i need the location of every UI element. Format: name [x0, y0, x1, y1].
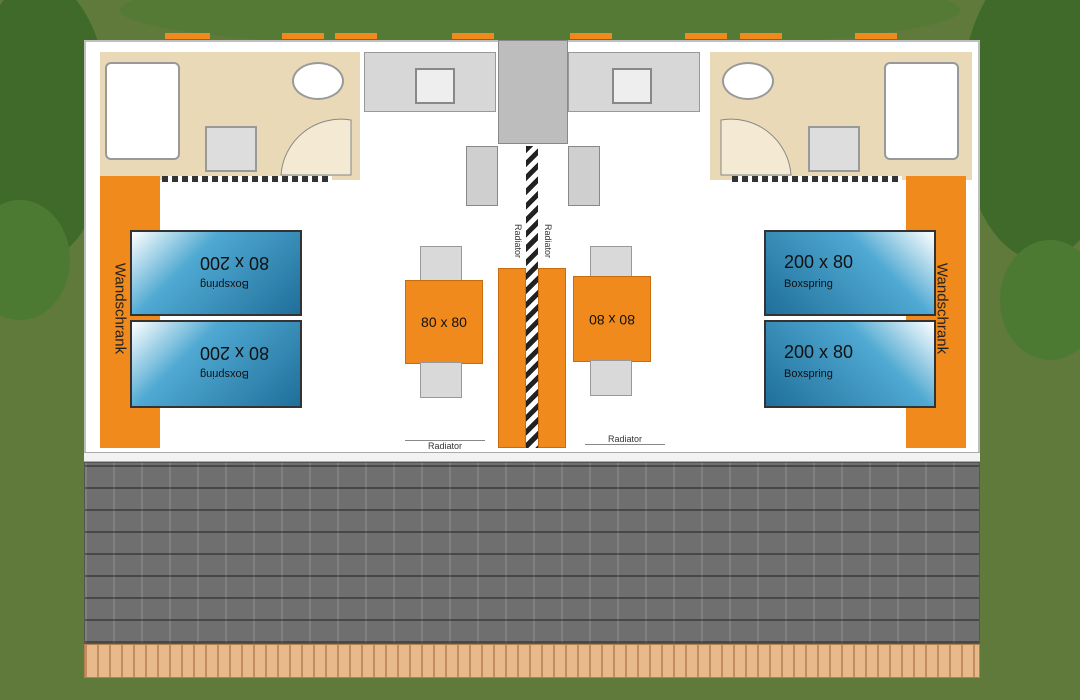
door-swing-right	[720, 118, 792, 176]
shower-left	[105, 62, 180, 160]
toilet-right	[722, 62, 774, 100]
door-swing-left	[280, 118, 352, 176]
radiator-label-center-right: Radiator	[543, 223, 553, 259]
bathroom-wall-left	[162, 176, 332, 182]
bed-right-top-size: 200 x 80	[784, 252, 854, 272]
bed-right-bottom-size: 200 x 80	[784, 342, 854, 362]
kitchen-sink-right	[612, 68, 652, 104]
bed-left-bottom-type: Boxspring	[200, 368, 249, 380]
wardrobe-right-label: Wandschrank	[933, 262, 951, 355]
bed-right-top	[764, 230, 936, 316]
table-right	[573, 276, 651, 362]
bathroom-wall-right	[732, 176, 902, 182]
cabinet-center-right	[538, 268, 566, 448]
fridge-left	[466, 146, 498, 206]
kitchen-sink-left	[415, 68, 455, 104]
bottom-wall	[84, 452, 980, 462]
radiator-label-bottom-left: Radiator	[405, 440, 485, 451]
table-right-label: 80 x 80	[589, 312, 635, 328]
wardrobe-left-label: Wandschrank	[111, 262, 129, 355]
cabinet-center-left	[498, 268, 526, 448]
shower-right	[884, 62, 959, 160]
table-left	[405, 280, 483, 364]
fridge-right	[568, 146, 600, 206]
bed-left-bottom-size: 80 x 200	[200, 343, 270, 363]
radiator-label-center-left: Radiator	[513, 223, 523, 259]
sink-right	[808, 126, 860, 172]
bed-right-top-type: Boxspring	[784, 278, 833, 290]
bed-left-bottom	[130, 320, 302, 408]
chair-left-bottom	[420, 362, 462, 398]
chair-left-top	[420, 246, 462, 282]
table-left-label: 80 x 80	[421, 314, 467, 330]
window-markers	[165, 33, 897, 39]
sink-left	[205, 126, 257, 172]
bed-left-top	[130, 230, 302, 316]
bed-right-bottom	[764, 320, 936, 408]
bed-right-bottom-type: Boxspring	[784, 368, 833, 380]
wooden-deck	[84, 644, 980, 678]
veranda-roof	[84, 462, 980, 644]
chimney-block	[498, 40, 568, 144]
partition-wall	[526, 146, 538, 448]
bed-left-top-size: 80 x 200	[200, 253, 270, 273]
toilet-left	[292, 62, 344, 100]
bed-left-top-type: Boxspring	[200, 278, 249, 290]
radiator-label-bottom-right: Radiator	[585, 434, 665, 445]
chair-right-bottom	[590, 360, 632, 396]
